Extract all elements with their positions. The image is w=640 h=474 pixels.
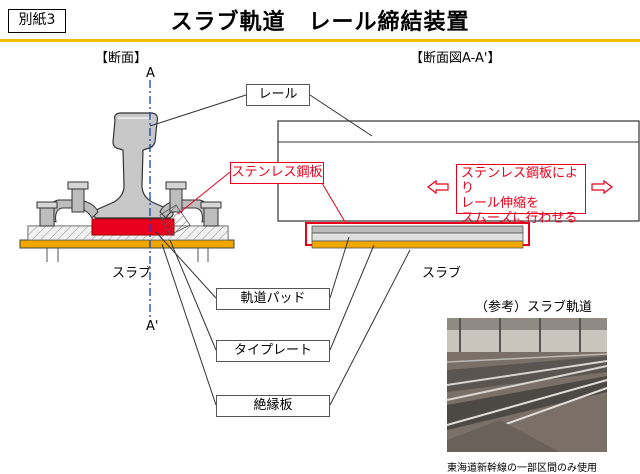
callout-rail: レール <box>246 84 310 106</box>
reference-caption: 東海道新幹線の一部区間のみ使用 <box>447 463 597 474</box>
right-slab-label: スラブ <box>422 266 462 281</box>
left-bolt-inner <box>71 185 85 213</box>
expansion-arrows <box>427 179 613 195</box>
stainless-note-box: ステンレス鋼板により レール伸縮を スムーズに行わせる <box>456 164 586 226</box>
leader-lines <box>149 94 411 406</box>
right-view-heading: 【断面図A-A'】 <box>410 51 501 66</box>
callout-tie-plate: タイプレート <box>216 340 330 362</box>
callout-stainless-plate: ステンレス鋼板 <box>230 162 324 184</box>
left-cross-section <box>19 80 235 318</box>
reference-photo <box>446 318 608 452</box>
arrow-right-icon <box>591 179 613 195</box>
reference-heading: （参考）スラブ軌道 <box>475 300 593 315</box>
right-bolt-outer <box>203 205 219 227</box>
note-line-1: ステンレス鋼板により <box>461 166 579 196</box>
note-line-3: スムーズに行わせる <box>461 211 578 226</box>
callout-track-pad: 軌道パッド <box>216 288 330 310</box>
axis-label-bottom: A' <box>146 319 159 334</box>
left-slab-label: スラブ <box>112 266 152 281</box>
page-title: スラブ軌道 レール締結装置 <box>170 10 470 35</box>
arrow-left-icon <box>427 179 449 195</box>
tie-plate-strip <box>311 232 524 242</box>
callout-insulating-plate: 絶縁板 <box>216 395 330 417</box>
axis-label-top: A <box>146 66 155 81</box>
header-rule <box>0 39 640 42</box>
rail-profile <box>92 112 174 219</box>
left-slab-base <box>19 239 235 249</box>
left-view-heading: 【断面】 <box>95 51 148 66</box>
note-line-2: レール伸縮を <box>461 196 540 211</box>
track-pad-strip <box>311 225 524 234</box>
right-slab-base <box>311 240 524 249</box>
appendix-tag: 別紙3 <box>8 9 66 33</box>
left-bolt-outer <box>39 205 55 227</box>
left-stainless-plate <box>91 218 175 236</box>
